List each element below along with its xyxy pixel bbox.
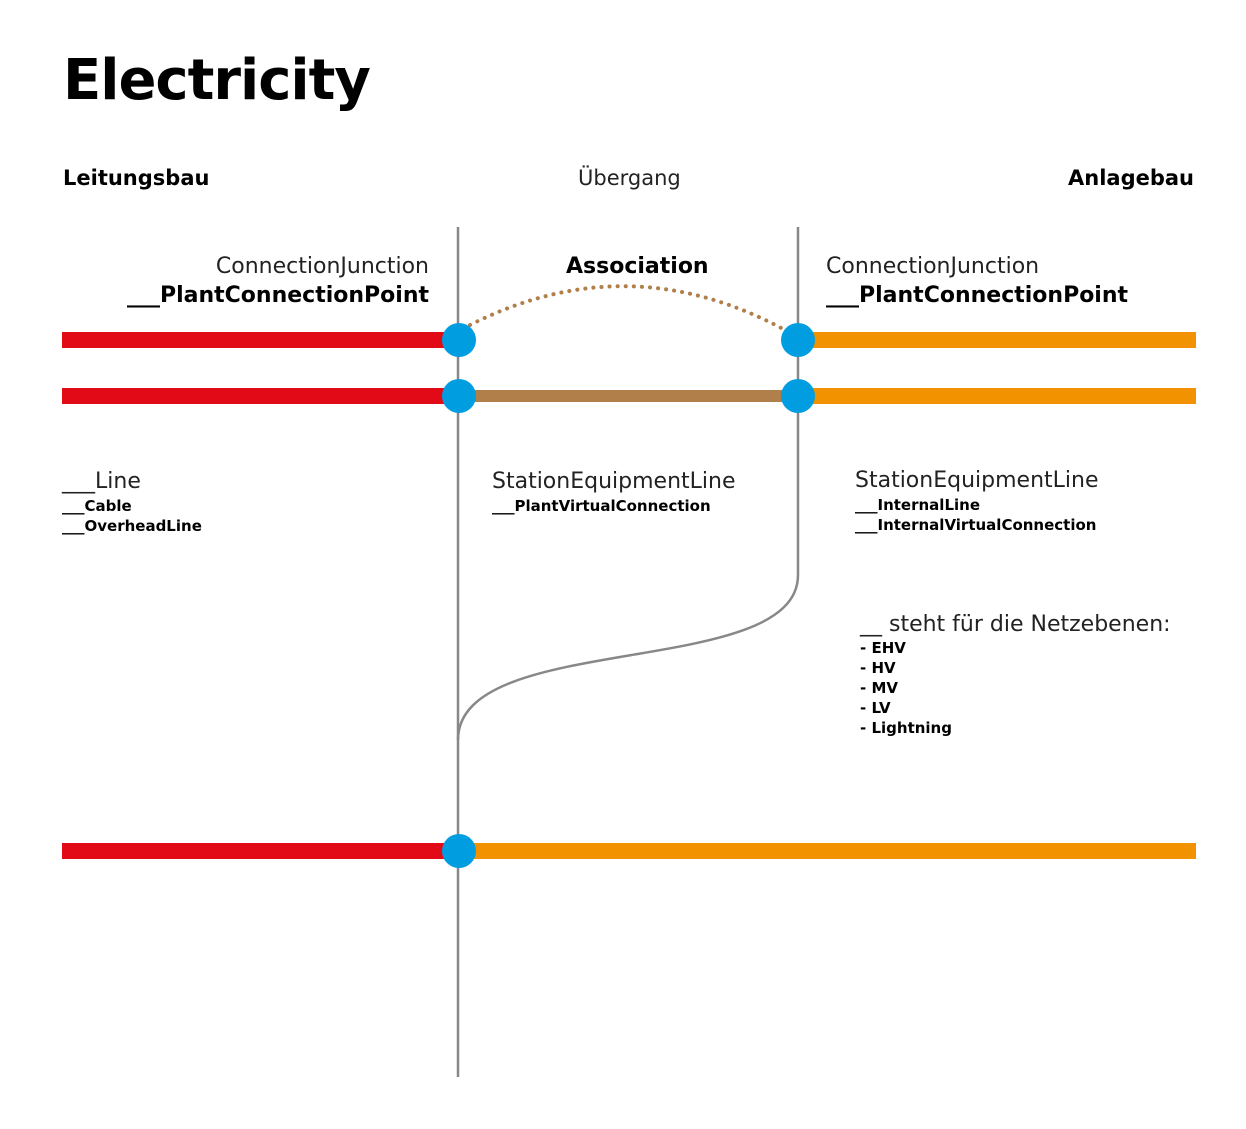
netzebenen-legend: __ steht für die Netzebenen: - EHV - HV …	[860, 611, 1171, 738]
line-right-item: ___InternalLine	[855, 496, 980, 514]
column-heading-anlagebau: Anlagebau	[1068, 166, 1194, 190]
junction-node	[442, 834, 476, 868]
virtual-connection-line	[458, 390, 798, 402]
association-arc	[468, 284, 787, 332]
line-right-item: ___InternalVirtualConnection	[855, 516, 1097, 534]
leitungsbau-line-row1	[62, 332, 458, 348]
legend-item: - MV	[860, 679, 898, 697]
line-right-main: StationEquipmentLine	[855, 468, 1099, 493]
association-label: Association	[566, 254, 709, 279]
page-title: Electricity	[63, 48, 371, 113]
line-left-main: ___Line	[62, 469, 141, 494]
junction-node	[781, 323, 815, 357]
junction-name-right: ___PlantConnectionPoint	[826, 283, 1129, 308]
line-middle-main: StationEquipmentLine	[492, 469, 736, 494]
line-label-right: StationEquipmentLine ___InternalLine ___…	[855, 466, 1098, 535]
line-left-item: ___OverheadLine	[62, 517, 202, 535]
divider-right	[456, 227, 800, 741]
column-heading-leitungsbau: Leitungsbau	[63, 166, 210, 190]
legend-item: - EHV	[860, 639, 906, 657]
line-label-middle: StationEquipmentLine ___PlantVirtualConn…	[492, 467, 735, 516]
line-label-left: ___Line ___Cable ___OverheadLine	[62, 467, 202, 536]
legend-item: - HV	[860, 659, 896, 677]
leitungsbau-line-row3	[62, 843, 458, 859]
line-left-item: ___Cable	[62, 497, 132, 515]
junction-node	[781, 379, 815, 413]
line-middle-item: ___PlantVirtualConnection	[492, 497, 711, 515]
legend-heading: __ steht für die Netzebenen:	[860, 612, 1171, 637]
junction-node	[442, 379, 476, 413]
junction-type-left: ConnectionJunction	[215, 254, 429, 279]
junction-name-left: ___PlantConnectionPoint	[126, 283, 429, 308]
junction-label-left: ConnectionJunction ___PlantConnectionPoi…	[127, 252, 429, 310]
column-heading-uebergang: Übergang	[578, 166, 681, 190]
anlagebau-line-row3	[458, 843, 1196, 859]
leitungsbau-line-row2	[62, 388, 458, 404]
legend-item: - Lightning	[860, 719, 952, 737]
junction-type-right: ConnectionJunction	[826, 254, 1040, 279]
anlagebau-line-row2	[798, 388, 1196, 404]
junction-label-right: ConnectionJunction ___PlantConnectionPoi…	[826, 252, 1128, 310]
junction-node	[442, 323, 476, 357]
legend-item: - LV	[860, 699, 891, 717]
anlagebau-line-row1	[798, 332, 1196, 348]
